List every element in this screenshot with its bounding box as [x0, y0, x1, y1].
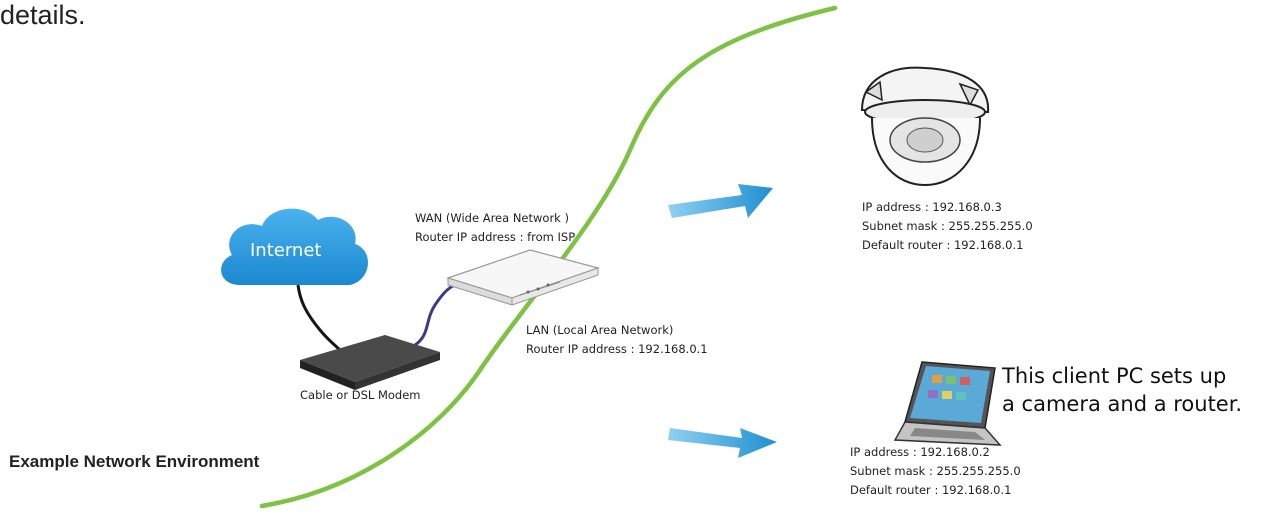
- router-icon: [446, 249, 601, 306]
- dome-camera-icon: [860, 66, 990, 187]
- pc-ip: IP address : 192.168.0.2: [850, 445, 990, 459]
- internet-label: Internet: [250, 240, 322, 261]
- wan-title: WAN (Wide Area Network ): [415, 211, 569, 225]
- camera-subnet: Subnet mask : 255.255.255.0: [862, 219, 1033, 233]
- header-text: details.: [0, 0, 86, 30]
- lan-info: LAN (Local Area Network) Router IP addre…: [526, 321, 708, 359]
- modem-icon: [300, 335, 440, 390]
- pc-router: Default router : 192.168.0.1: [850, 483, 1012, 497]
- arrow-to-pc-icon: [668, 428, 777, 458]
- modem-label: Cable or DSL Modem: [300, 388, 421, 402]
- pc-subnet: Subnet mask : 255.255.255.0: [850, 464, 1021, 478]
- internet-cloud-icon: [221, 208, 368, 285]
- laptop-icon: [893, 361, 1002, 446]
- arrow-to-camera-icon: [668, 184, 773, 218]
- internet-cable: [296, 284, 342, 352]
- wan-router-ip: Router IP address : from ISP: [415, 230, 576, 244]
- wan-info: WAN (Wide Area Network ) Router IP addre…: [415, 209, 575, 247]
- modem-router-cable: [414, 283, 458, 347]
- camera-info: IP address : 192.168.0.3 Subnet mask : 2…: [862, 198, 1033, 255]
- pc-note-line-2: a camera and a router.: [1002, 392, 1243, 416]
- pc-info: IP address : 192.168.0.2 Subnet mask : 2…: [850, 443, 1021, 500]
- lan-title: LAN (Local Area Network): [526, 323, 674, 337]
- pc-note: This client PC sets up a camera and a ro…: [1002, 362, 1242, 418]
- diagram-caption: Example Network Environment: [9, 452, 260, 471]
- camera-ip: IP address : 192.168.0.3: [862, 200, 1002, 214]
- lan-router-ip: Router IP address : 192.168.0.1: [526, 342, 708, 356]
- pc-note-line-1: This client PC sets up: [1002, 364, 1227, 388]
- camera-router: Default router : 192.168.0.1: [862, 238, 1024, 252]
